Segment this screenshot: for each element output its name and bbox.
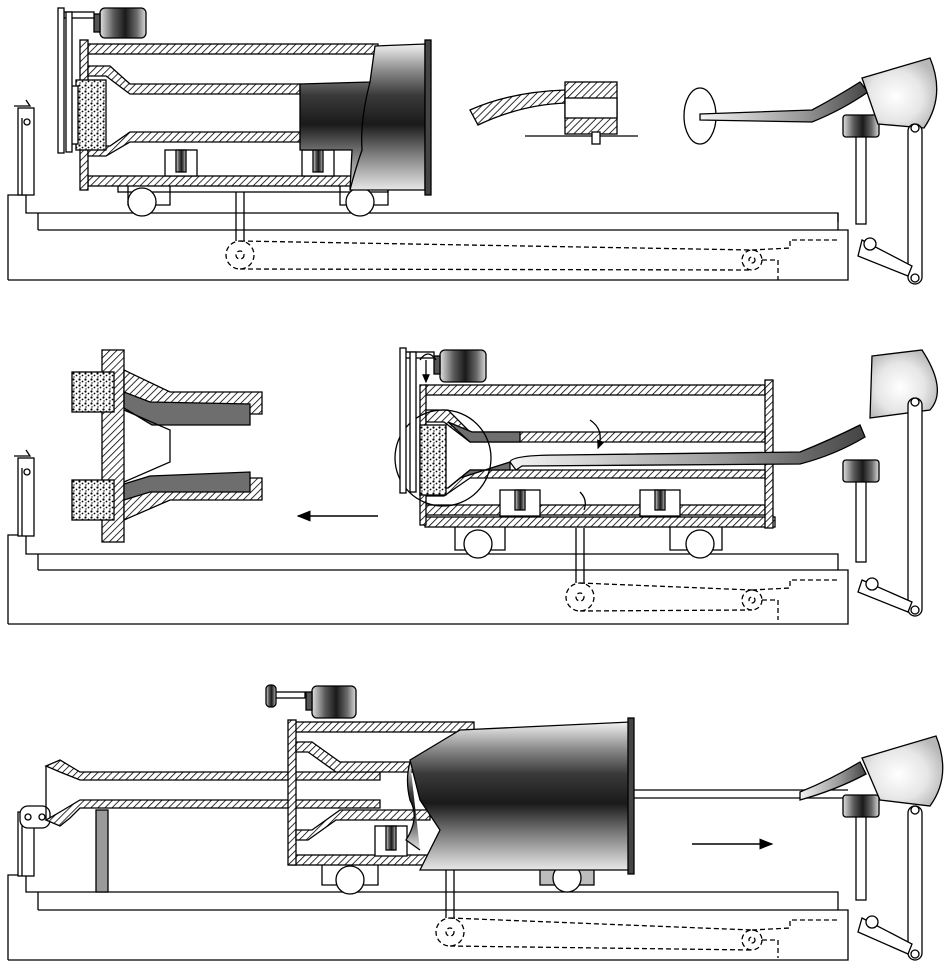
stage-3-pipe [44,759,381,893]
stage-2-detached-head [71,349,263,543]
stage-1-ring-strip [683,81,869,145]
stage-3-linkage [435,917,838,958]
stage-1-linkage [225,239,838,280]
stage-2-base-frame [7,534,849,625]
stage-1-base-frame [7,194,849,281]
stage-3-panel [7,684,944,961]
stage-3-right-column [842,735,944,961]
stage-1-panel [7,7,938,285]
stage-2-panel [7,347,938,625]
stage-2-linkage [565,579,838,620]
stage-1-right-column [842,57,938,285]
stage-2-drum [394,379,866,529]
stage-3-left-post [17,805,51,877]
stage-1-carriage [117,181,389,217]
stage-1-drum [69,39,432,196]
stage-2-carriage [424,516,776,559]
stage-2-motor [399,347,487,494]
stage-1-motor [57,7,147,154]
stage-3-base-frame [7,874,849,961]
stage-1-nozzle-detail [469,81,638,145]
stage-2-left-post [14,449,35,537]
stage-2-right-column [842,349,938,617]
stage-1-left-post [14,99,35,196]
stage-3-motor [265,684,357,719]
stage-3-drum [287,717,867,875]
